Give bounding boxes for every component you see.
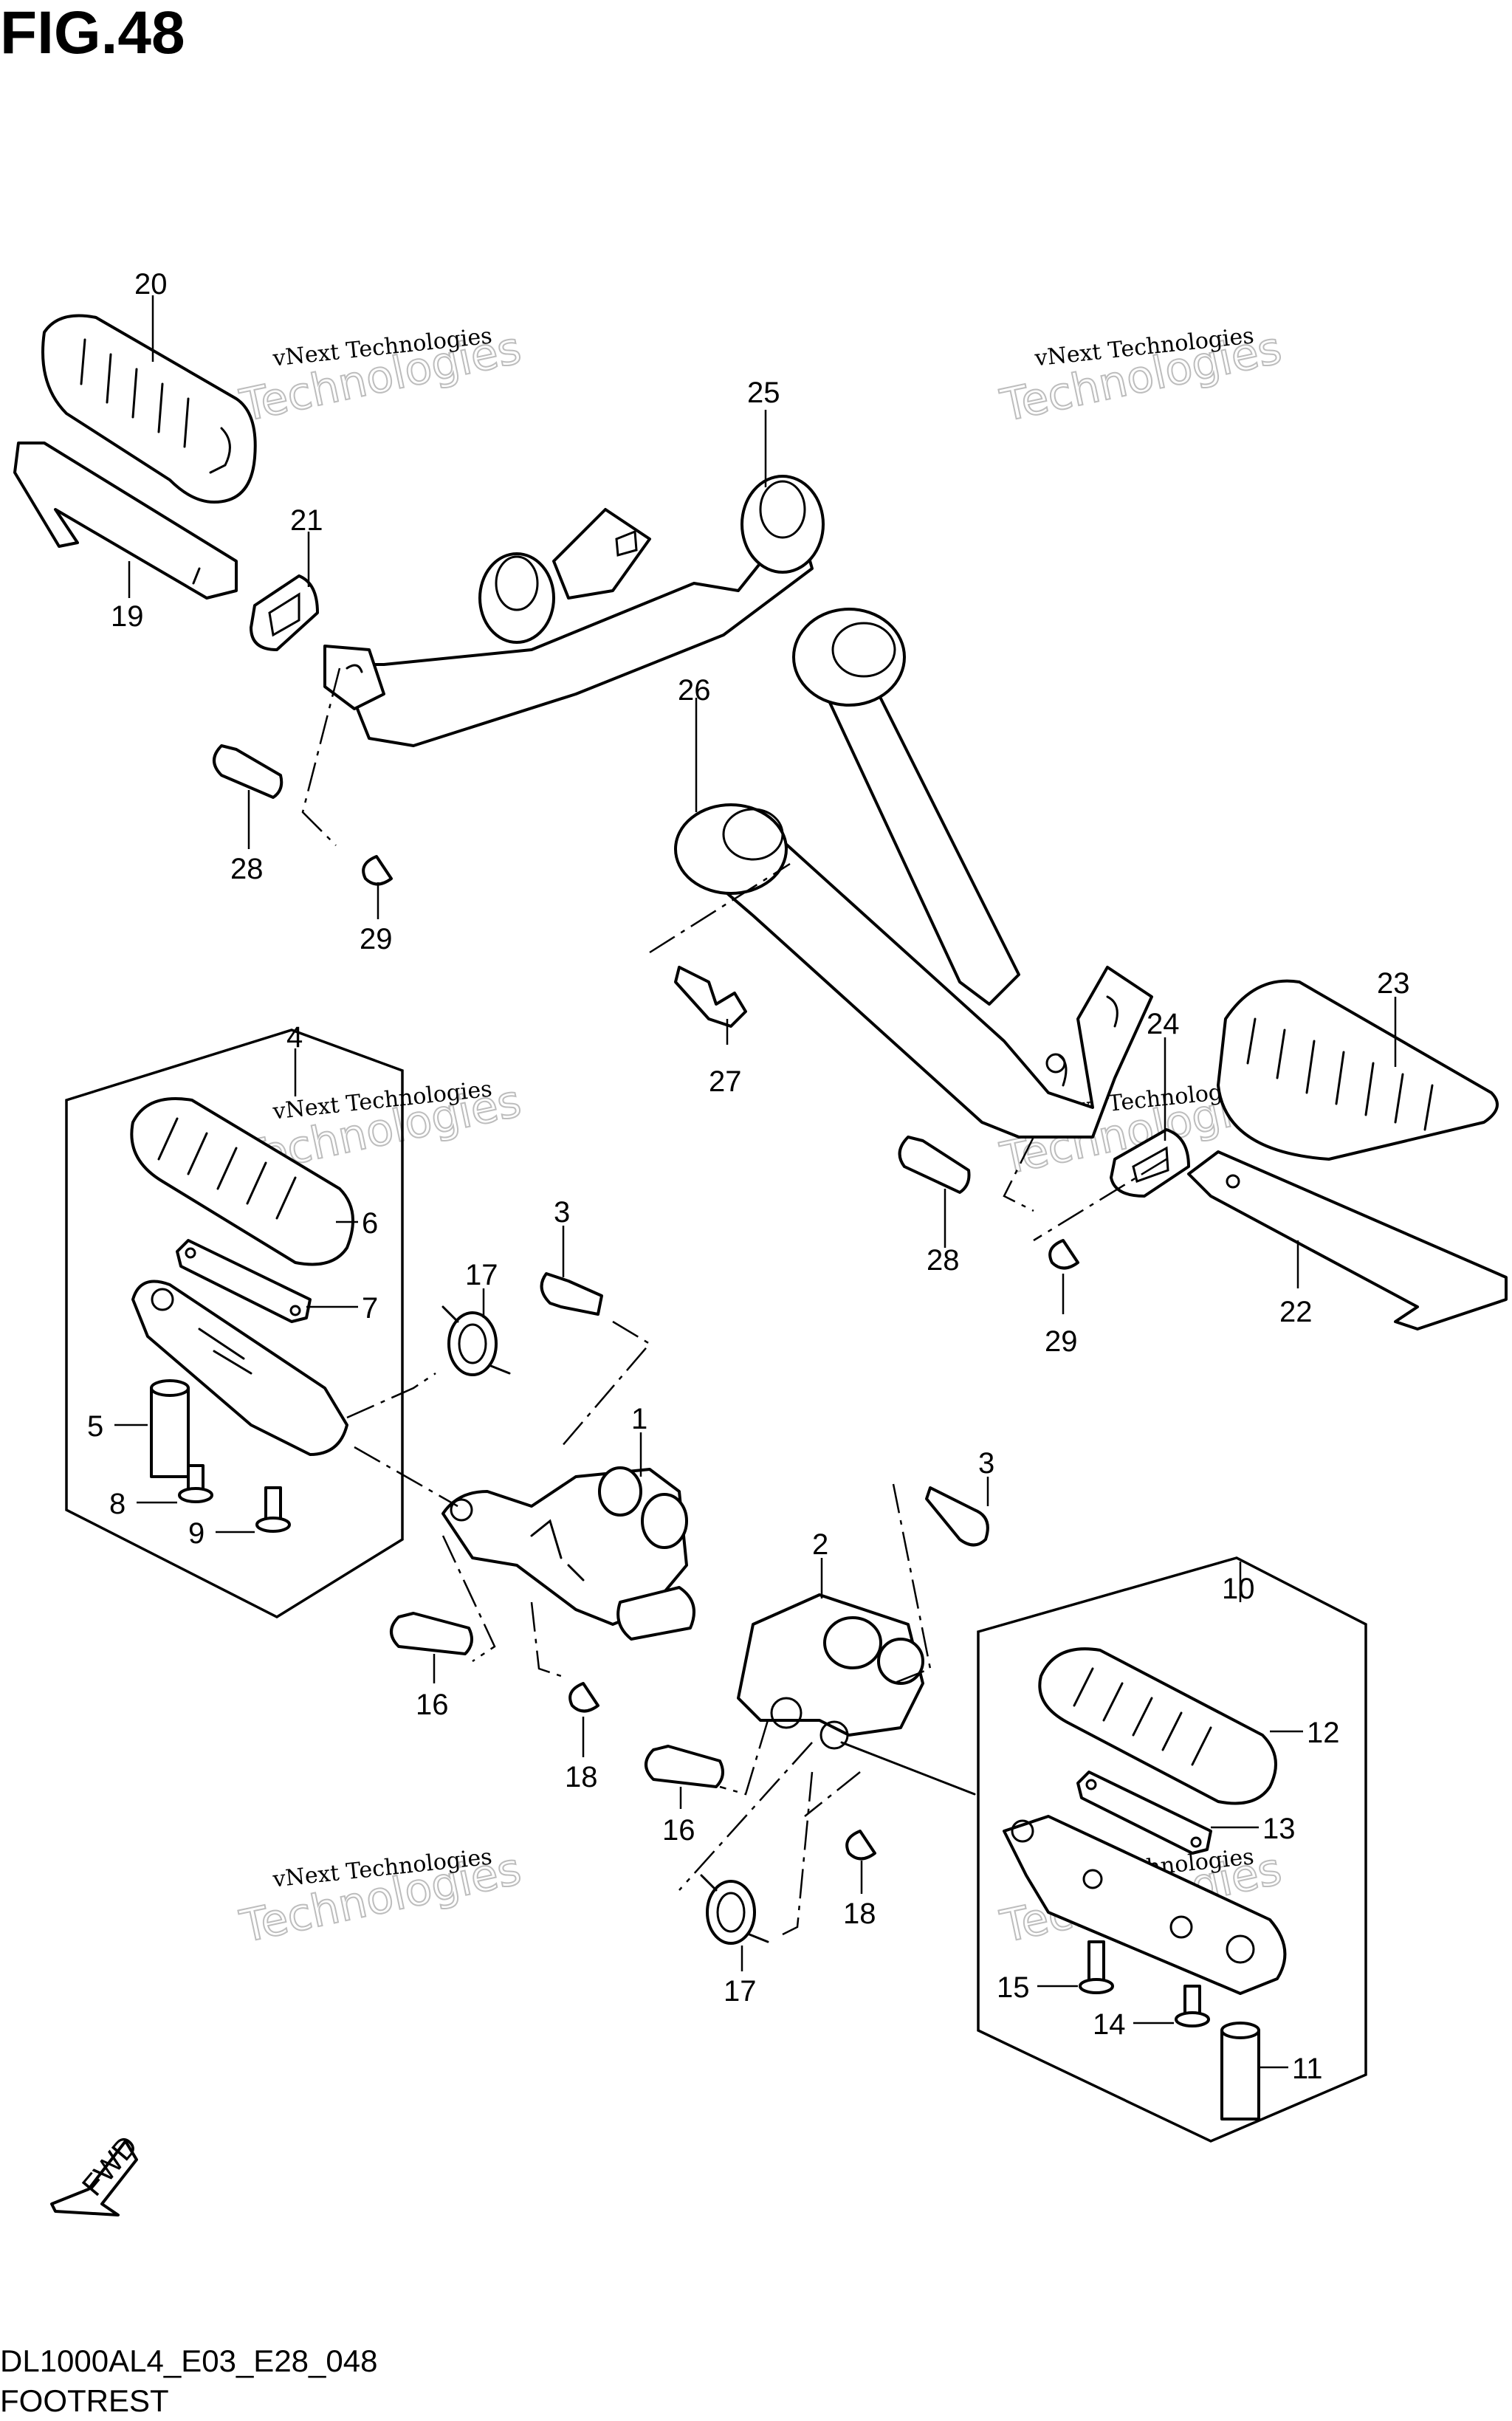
- part-25-footrest-bracket[interactable]: [323, 475, 825, 747]
- callout-3[interactable]: 3: [978, 1447, 994, 1480]
- callout-27[interactable]: 27: [709, 1065, 742, 1098]
- assembly-box-10: [977, 1556, 1367, 2143]
- assembly-line: [560, 1320, 651, 1448]
- callout-13[interactable]: 13: [1262, 1813, 1296, 1845]
- assembly-line: [441, 1535, 496, 1663]
- part-20-footrest-rubber[interactable]: [41, 314, 257, 504]
- part-1-footrest-bracket[interactable]: [441, 1466, 695, 1641]
- part-9-bolt[interactable]: [255, 1486, 291, 1533]
- part-17-spring[interactable]: [700, 1874, 769, 1945]
- part-16-pin[interactable]: [645, 1745, 724, 1788]
- part-27-bolt[interactable]: [674, 966, 747, 1028]
- callout-16[interactable]: 16: [662, 1814, 695, 1847]
- part-2-footrest-bracket[interactable]: [737, 1593, 924, 1750]
- callout-22[interactable]: 22: [1279, 1296, 1313, 1328]
- callout-24[interactable]: 24: [1147, 1008, 1180, 1040]
- part-8-bolt[interactable]: [178, 1464, 213, 1503]
- assembly-line: [804, 1771, 861, 1817]
- part-11-stud[interactable]: [1220, 2022, 1260, 2120]
- part-28-pin[interactable]: [213, 744, 284, 799]
- part-3-bolt[interactable]: [540, 1272, 603, 1316]
- callout-20[interactable]: 20: [134, 268, 168, 301]
- callout-7[interactable]: 7: [362, 1292, 378, 1325]
- part-21-washer[interactable]: [250, 574, 319, 651]
- callout-28[interactable]: 28: [230, 853, 264, 885]
- callout-12[interactable]: 12: [1307, 1717, 1340, 1749]
- callout-4[interactable]: 4: [286, 1021, 303, 1054]
- callout-5[interactable]: 5: [87, 1410, 103, 1443]
- figure-code: DL1000AL4_E03_E28_048: [0, 2343, 377, 2378]
- part-29-e-ring[interactable]: [1048, 1239, 1079, 1270]
- callout-leaders: [114, 295, 1397, 2069]
- callout-1[interactable]: 1: [631, 1403, 647, 1435]
- watermark-top-right: Technologies vNext Technologies: [995, 321, 1287, 433]
- assembly-line: [719, 1720, 769, 1796]
- callout-18[interactable]: 18: [565, 1761, 598, 1793]
- assembly-box-4: [65, 1029, 404, 1619]
- part-13-plate[interactable]: [1076, 1771, 1212, 1855]
- callout-10[interactable]: 10: [1222, 1573, 1255, 1605]
- watermark-bottom-left: Technologies vNext Technologies: [235, 1842, 526, 1954]
- figure-title: FIG.48: [0, 0, 185, 66]
- callout-15[interactable]: 15: [997, 1971, 1030, 2004]
- part-24-washer[interactable]: [1110, 1128, 1190, 1198]
- assembly-line: [1003, 1136, 1035, 1212]
- assembly-line: [840, 1741, 976, 1796]
- callout-17[interactable]: 17: [724, 1975, 757, 2008]
- part-5-stud[interactable]: [150, 1379, 190, 1478]
- callout-16[interactable]: 16: [416, 1689, 449, 1721]
- callout-17[interactable]: 17: [465, 1259, 498, 1291]
- callout-3[interactable]: 3: [554, 1196, 570, 1229]
- part-26-footrest-bracket[interactable]: [674, 608, 1153, 1139]
- watermark-top-left: Technologies vNext Technologies: [235, 321, 526, 433]
- callout-25[interactable]: 25: [747, 377, 780, 409]
- callout-23[interactable]: 23: [1377, 967, 1410, 1000]
- callout-29[interactable]: 29: [360, 923, 393, 955]
- assembly-line: [1033, 1158, 1167, 1242]
- part-footrest-left[interactable]: [131, 1280, 348, 1456]
- part-29-e-ring[interactable]: [362, 855, 393, 886]
- part-16-pin[interactable]: [390, 1612, 473, 1655]
- assembly-line: [892, 1483, 932, 1685]
- assembly-line: [649, 862, 791, 954]
- callout-18[interactable]: 18: [843, 1898, 876, 1930]
- callout-29[interactable]: 29: [1045, 1325, 1078, 1358]
- part-18-e-ring[interactable]: [568, 1682, 599, 1713]
- part-12-footrest-rubber[interactable]: [1038, 1647, 1277, 1805]
- part-17-spring[interactable]: [441, 1305, 511, 1376]
- callout-2[interactable]: 2: [812, 1528, 828, 1561]
- part-6-footrest-rubber[interactable]: [130, 1097, 354, 1266]
- callout-11[interactable]: 11: [1292, 2053, 1323, 2085]
- part-3-bolt[interactable]: [925, 1486, 989, 1547]
- assembly-line: [530, 1601, 562, 1677]
- part-14-bolt[interactable]: [1175, 1985, 1210, 2027]
- callout-8[interactable]: 8: [109, 1488, 126, 1520]
- assembly-line: [678, 1742, 813, 1891]
- part-18-e-ring[interactable]: [845, 1830, 876, 1861]
- callout-21[interactable]: 21: [290, 504, 323, 537]
- callout-19[interactable]: 19: [111, 600, 144, 633]
- part-7-plate[interactable]: [176, 1239, 312, 1323]
- part-22-footrest[interactable]: [1187, 1150, 1508, 1330]
- callout-14[interactable]: 14: [1093, 2008, 1126, 2041]
- part-19-footrest[interactable]: [13, 442, 238, 600]
- assembly-line: [346, 1372, 436, 1419]
- figure-name: FOOTREST: [0, 2383, 169, 2418]
- part-23-footrest-rubber[interactable]: [1217, 979, 1499, 1161]
- fwd-arrow-icon: FWD: [50, 2129, 144, 2216]
- callout-6[interactable]: 6: [362, 1207, 378, 1240]
- assembly-line: [782, 1771, 814, 1936]
- assembly-line: [301, 667, 341, 846]
- callout-28[interactable]: 28: [927, 1244, 960, 1277]
- callout-9[interactable]: 9: [188, 1517, 205, 1550]
- assembly-line: [354, 1446, 458, 1508]
- part-28-pin[interactable]: [898, 1136, 971, 1194]
- callout-labels: 20 19 21 25 26 28 29 27 23 24 28 29 22 4…: [87, 268, 1410, 2085]
- part-15-bolt[interactable]: [1079, 1940, 1114, 1994]
- callout-26[interactable]: 26: [678, 674, 711, 707]
- part-footrest-right[interactable]: [1003, 1815, 1287, 1995]
